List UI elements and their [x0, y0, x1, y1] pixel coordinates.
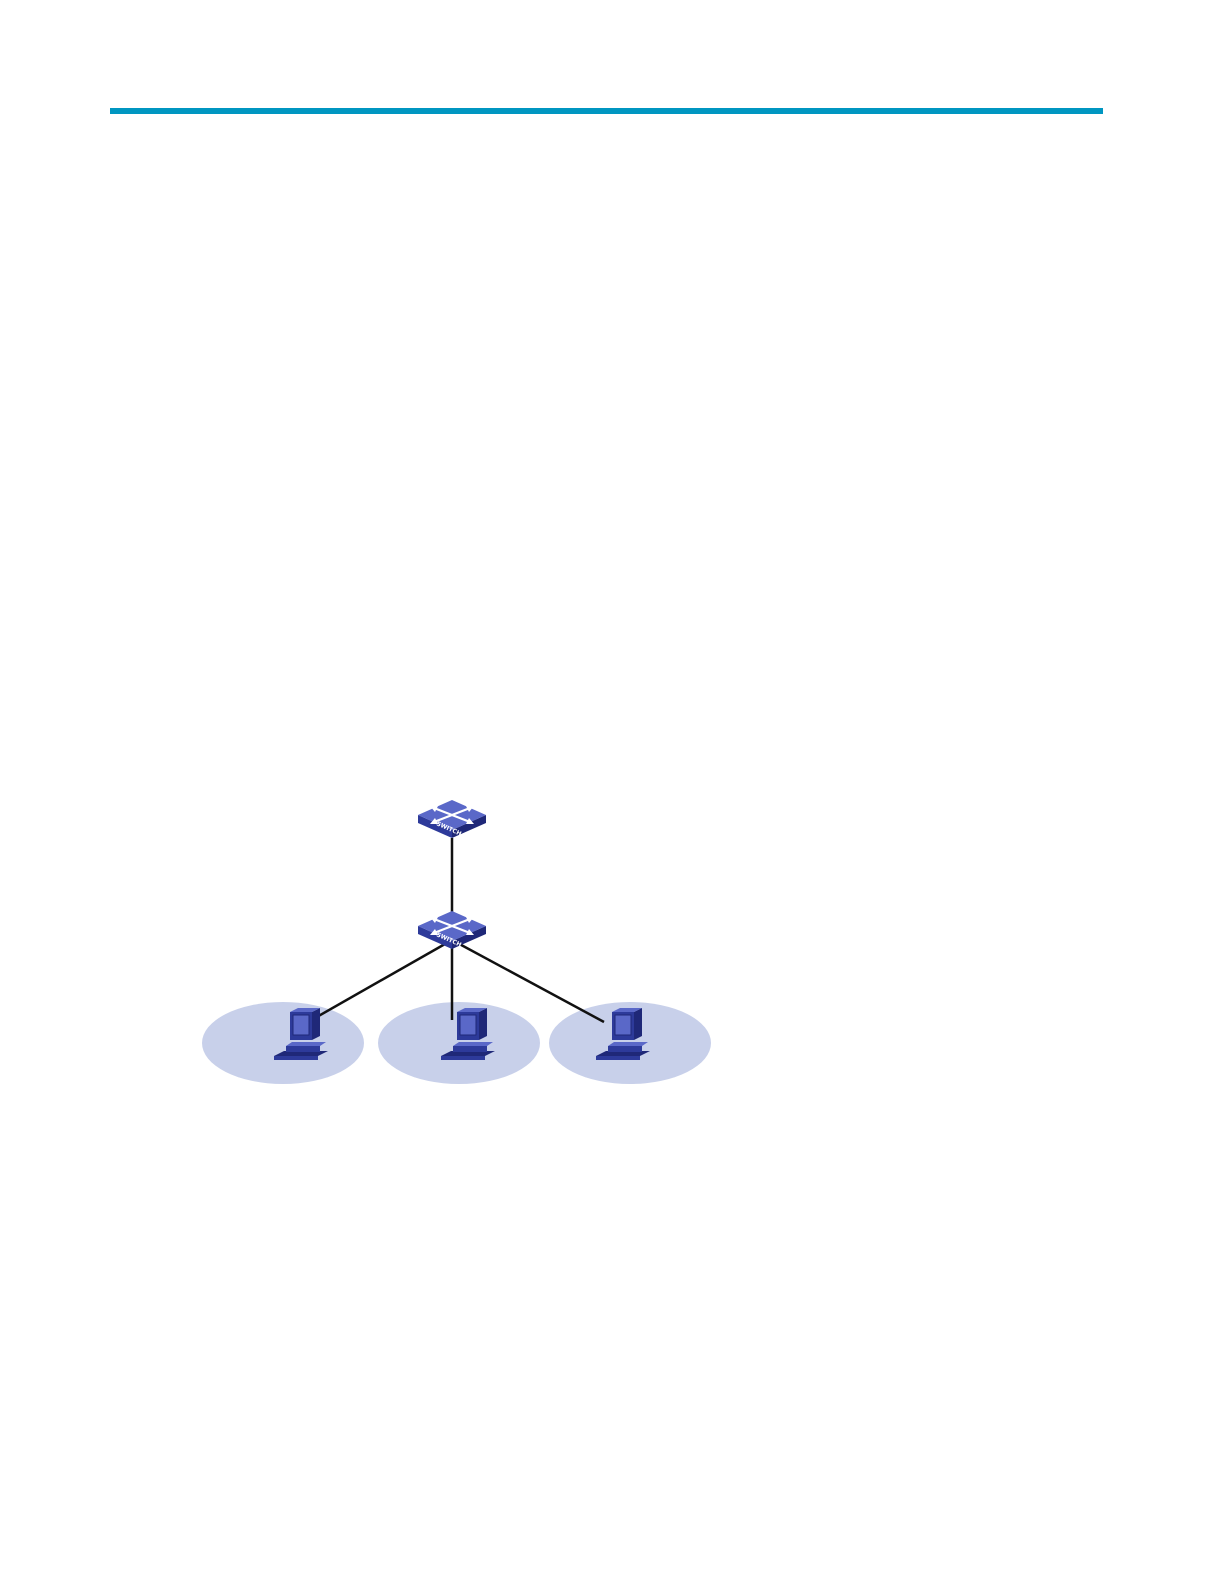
core-switch-node: SWITCH: [418, 800, 486, 838]
access-switch-node: SWITCH: [418, 911, 486, 949]
host-1-zone: [202, 1002, 364, 1084]
